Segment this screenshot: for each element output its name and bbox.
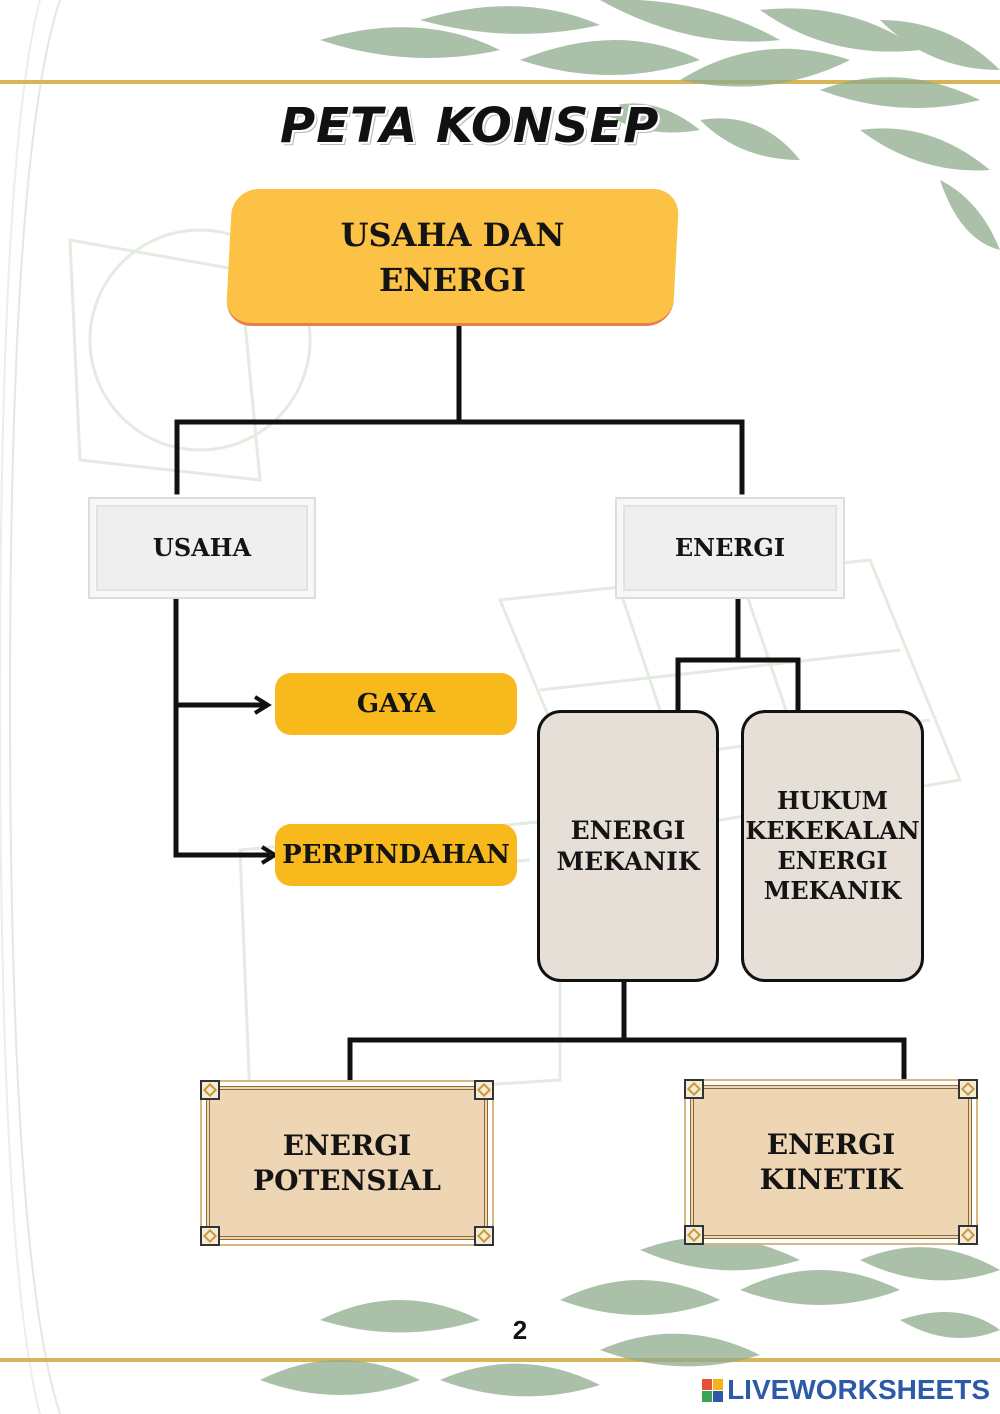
frame-corner-icon — [684, 1079, 704, 1099]
node-usaha: USAHA — [88, 497, 316, 599]
liveworksheets-logo-icon — [702, 1379, 723, 1402]
node-usaha-dan-energi: USAHA DAN ENERGI — [225, 185, 680, 330]
frame-corner-icon — [684, 1225, 704, 1245]
frame-corner-icon — [200, 1226, 220, 1246]
node-energi-kinetik-frame: ENERGI KINETIK — [684, 1079, 978, 1245]
liveworksheets-brand[interactable]: LIVEWORKSHEETS — [690, 1373, 990, 1407]
frame-corner-icon — [474, 1080, 494, 1100]
node-energi-potensial-frame: ENERGI POTENSIAL — [200, 1080, 494, 1246]
node-energi-mekanik: ENERGI MEKANIK — [537, 710, 719, 982]
frame-corner-icon — [958, 1225, 978, 1245]
node-perpindahan: PERPINDAHAN — [275, 824, 517, 886]
node-hukum-kekekalan-energi-mekanik: HUKUM KEKEKALAN ENERGI MEKANIK — [741, 710, 924, 982]
node-label: USAHA DAN ENERGI — [225, 185, 680, 330]
brand-label: LIVEWORKSHEETS — [727, 1374, 990, 1406]
node-energi: ENERGI — [615, 497, 845, 599]
frame-corner-icon — [474, 1226, 494, 1246]
frame-corner-icon — [958, 1079, 978, 1099]
page-number: 2 — [490, 1315, 550, 1346]
frame-corner-icon — [200, 1080, 220, 1100]
node-energi-kinetik: ENERGI KINETIK — [690, 1085, 972, 1239]
node-energi-potensial: ENERGI POTENSIAL — [206, 1086, 488, 1240]
node-gaya: GAYA — [275, 673, 517, 735]
